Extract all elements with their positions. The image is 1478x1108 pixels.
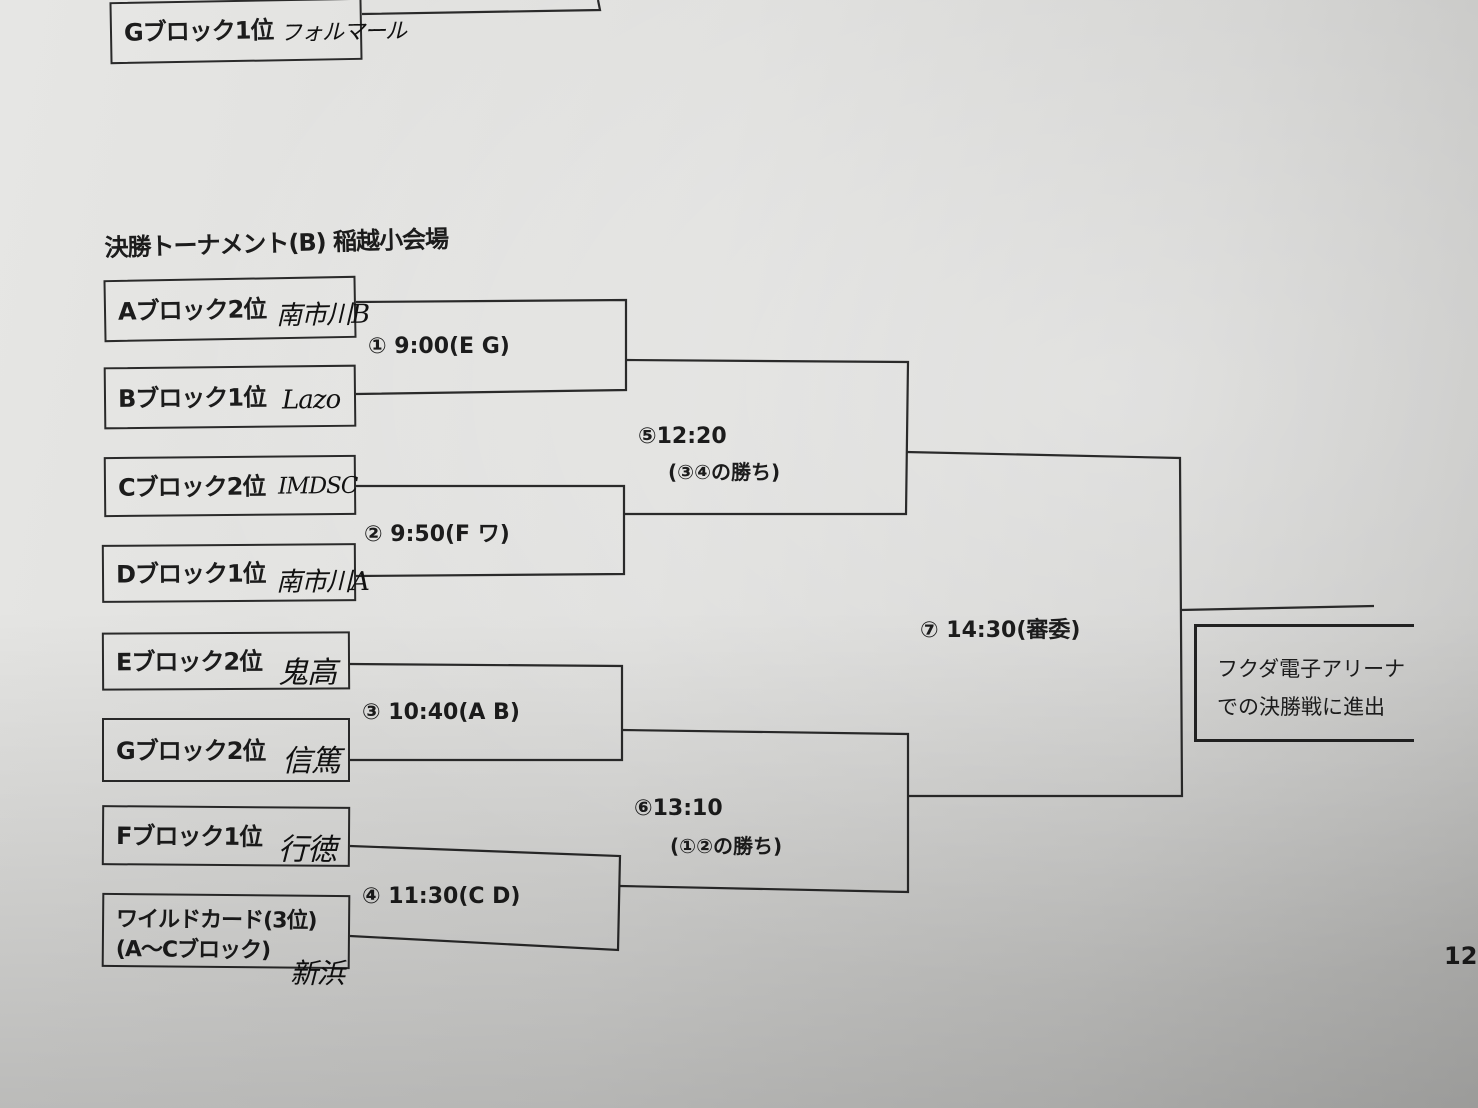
team-label-5: Eブロック2位 bbox=[115, 647, 263, 677]
team-label-3: Cブロック2位 bbox=[117, 472, 266, 502]
team-label-6: Gブロック2位 bbox=[116, 736, 266, 765]
team-box-3: Cブロック2位 IMDSC bbox=[103, 454, 358, 518]
team-name-5: 鬼高 bbox=[277, 655, 337, 691]
team-label-7: Fブロック1位 bbox=[115, 821, 263, 852]
bracket-line-match5 bbox=[624, 358, 910, 516]
bracket-line-match1 bbox=[355, 298, 628, 396]
team-name-3: IMDSC bbox=[277, 472, 358, 500]
page-number: 12 bbox=[1444, 942, 1478, 970]
match-7-label: ⑦ 14:30(審委) bbox=[920, 618, 1081, 643]
team-name-4: 南市川A bbox=[275, 567, 369, 598]
team-name-6: 信篤 bbox=[282, 744, 341, 779]
team-name-7: 行徳 bbox=[277, 832, 337, 868]
final-line1: フクダ電子アリーナ bbox=[1217, 657, 1406, 681]
match-2-label: ② 9:50(F ワ) bbox=[364, 522, 510, 547]
final-box: フクダ電子アリーナ での決勝戦に進出 bbox=[1194, 624, 1414, 742]
team-box-1: Aブロック2位 南市川B bbox=[103, 275, 369, 343]
bracket-line-match2 bbox=[355, 484, 626, 578]
bleed-text bbox=[690, 2, 706, 26]
bracket-line-final bbox=[1179, 604, 1375, 612]
match-6-label: ⑥13:10 bbox=[634, 796, 723, 821]
wildcard-line1: ワイルドカード(3位) bbox=[115, 907, 317, 934]
team-label-2: Bブロック1位 bbox=[117, 383, 267, 413]
match-3-label: ③ 10:40(A B) bbox=[362, 700, 520, 725]
top-bracket-line bbox=[361, 0, 602, 16]
team-label-1: Aブロック2位 bbox=[117, 295, 267, 326]
bracket-line-match4 bbox=[349, 844, 622, 952]
team-box-4: Dブロック1位 南市川A bbox=[101, 543, 369, 603]
bracket-line-match3 bbox=[349, 662, 624, 762]
match-6-note: (①②の勝ち) bbox=[670, 834, 783, 858]
match-5-label: ⑤12:20 bbox=[638, 424, 727, 449]
bracket-line-match7 bbox=[905, 450, 1184, 798]
team-box-5: Eブロック2位 鬼高 bbox=[101, 631, 351, 691]
wildcard-line2: (A～Cブロック) bbox=[115, 937, 271, 964]
match-4-label: ④ 11:30(C D) bbox=[362, 884, 521, 909]
team-box-2: Bブロック1位 Lazo bbox=[103, 364, 357, 430]
match-5-note: (③④の勝ち) bbox=[668, 460, 781, 484]
team-box-7: Fブロック1位 行徳 bbox=[101, 805, 351, 868]
top-team-box: Gブロック1位 フォルマール bbox=[109, 0, 406, 65]
top-team-label: Gブロック1位 bbox=[123, 15, 274, 47]
bracket-line-match6 bbox=[619, 728, 910, 894]
wildcard-name: 新浜 bbox=[290, 957, 345, 990]
team-label-4: Dブロック1位 bbox=[115, 559, 266, 589]
team-name-1: 南市川B bbox=[275, 299, 370, 332]
team-name-2: Lazo bbox=[281, 384, 341, 416]
match-1-label: ① 9:00(E G) bbox=[368, 334, 510, 359]
top-team-name: フォルマール bbox=[279, 19, 407, 47]
final-line2: での決勝戦に進出 bbox=[1217, 695, 1385, 719]
team-box-6: Gブロック2位 信篤 bbox=[102, 718, 350, 782]
